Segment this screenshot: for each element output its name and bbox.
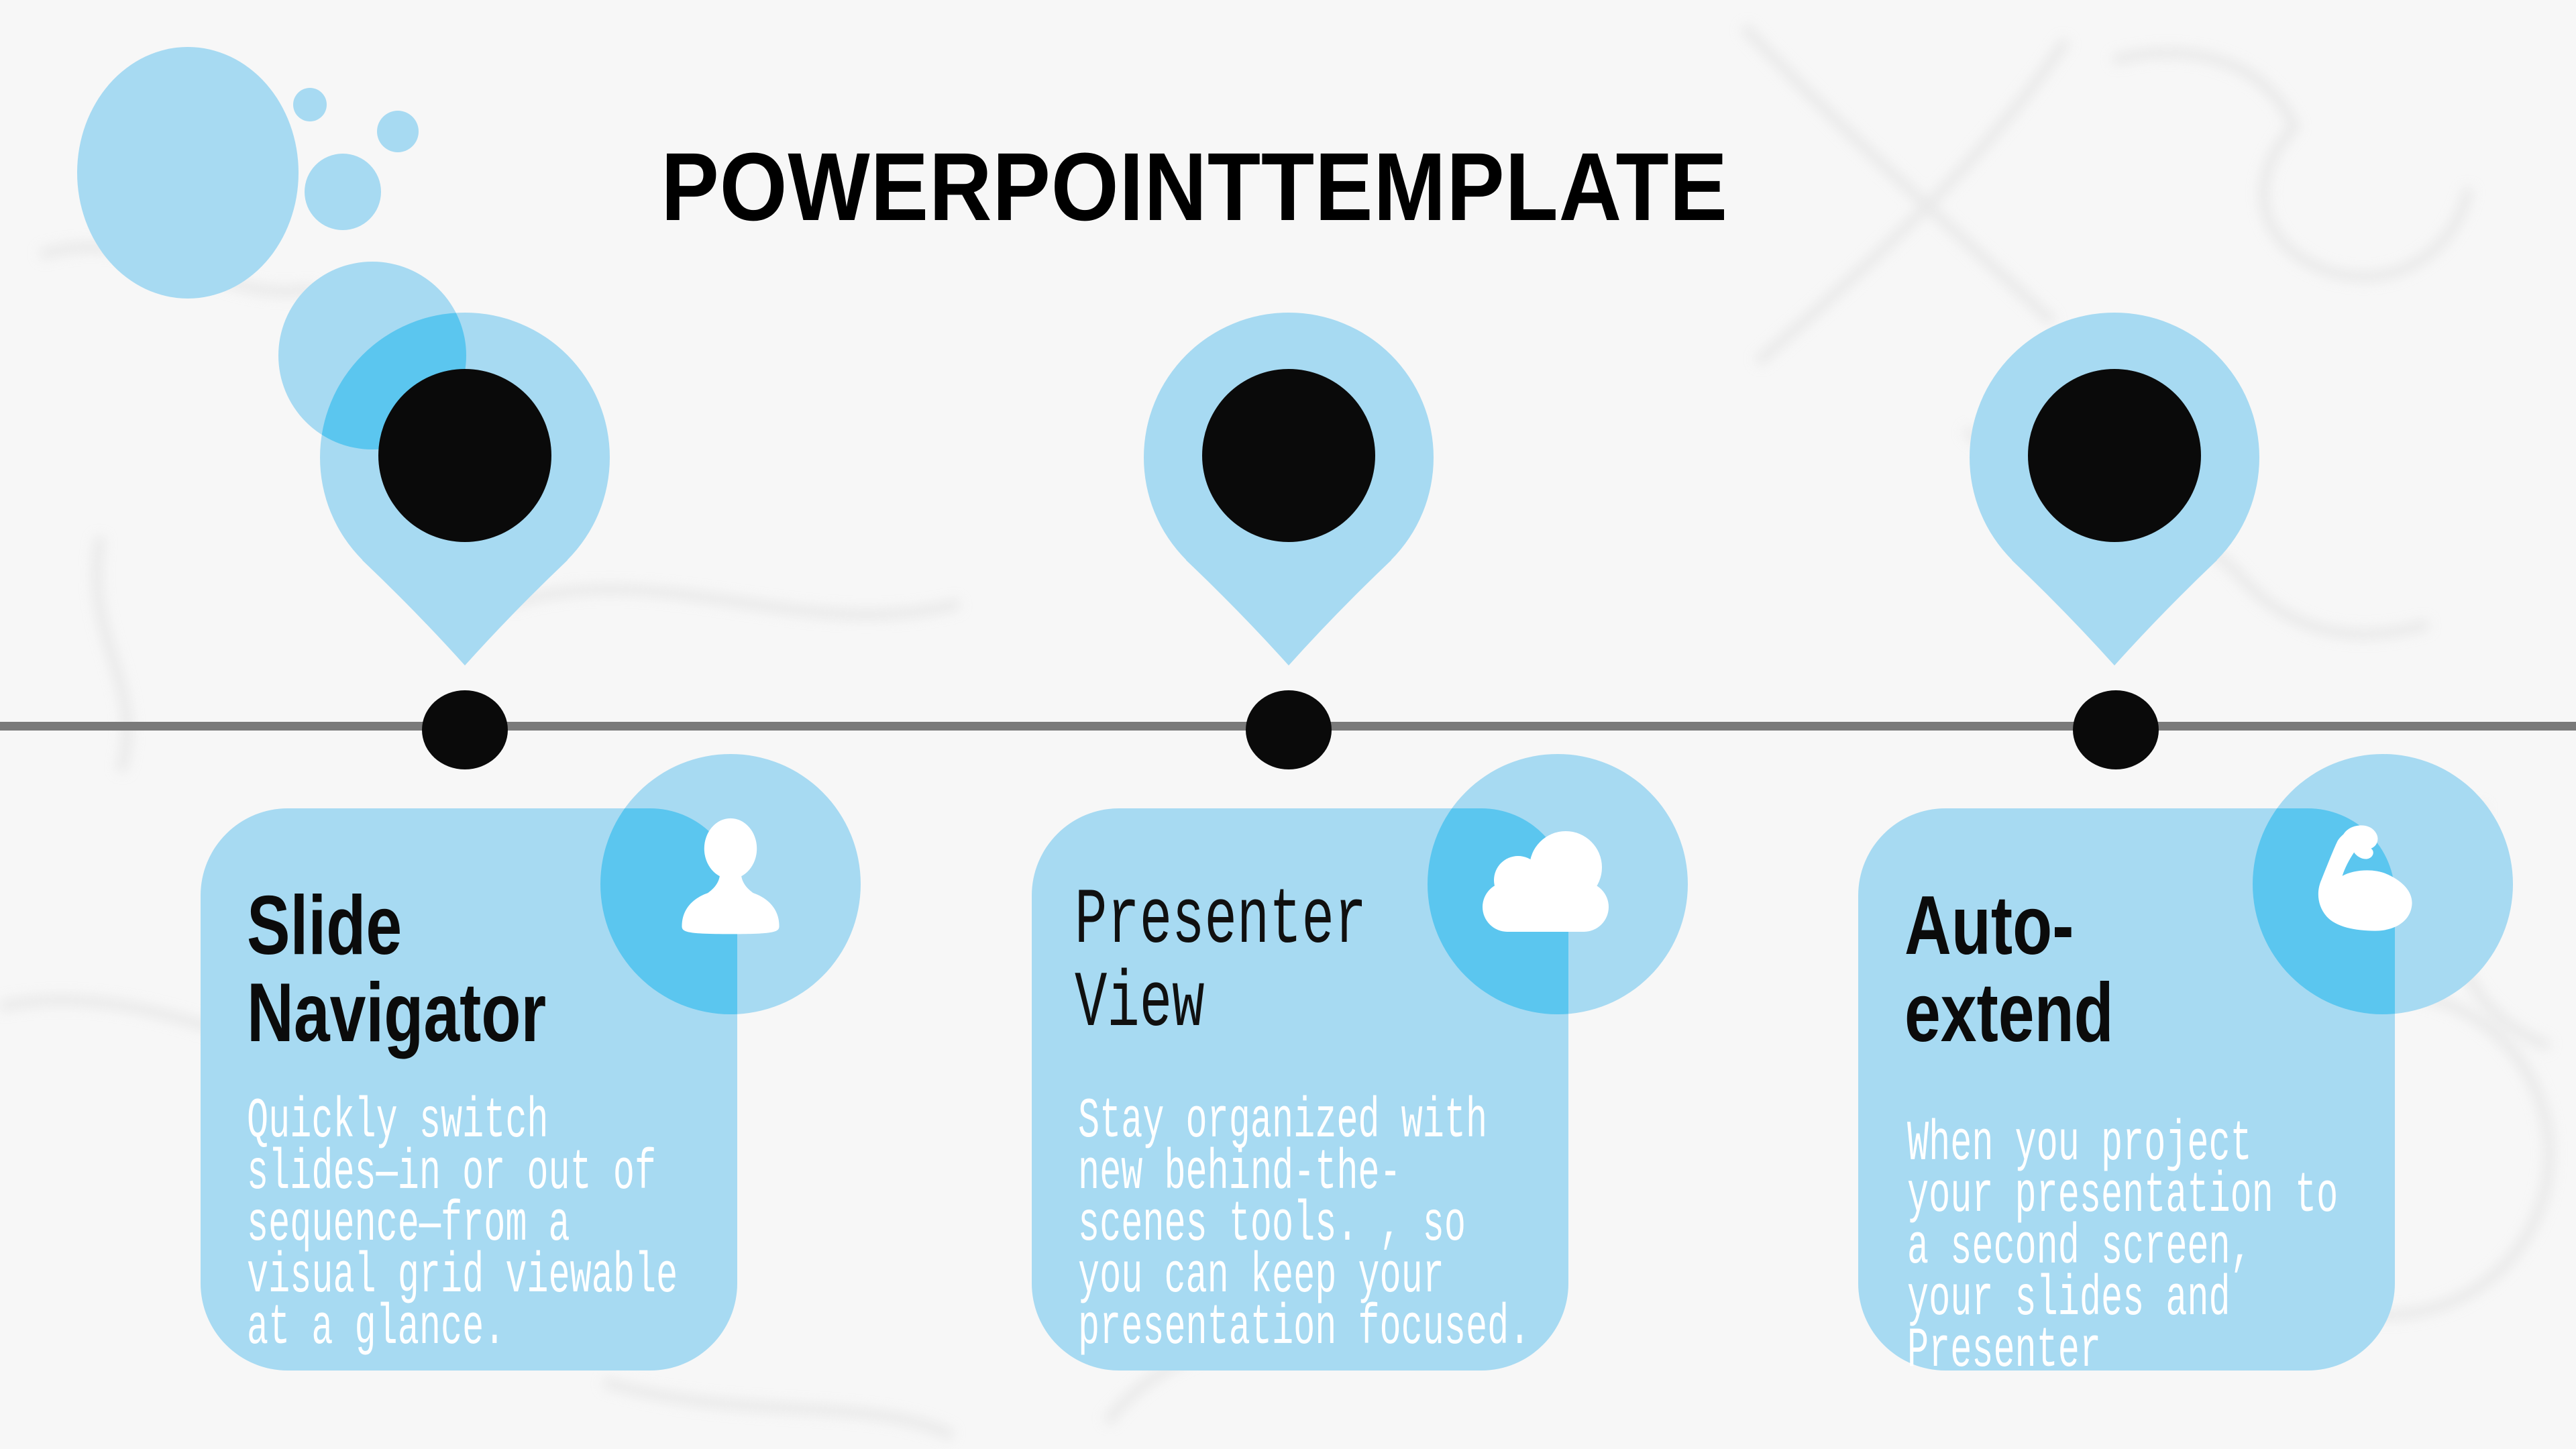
timeline-node-dot: [1246, 690, 1332, 769]
card-title: Slide Navigator: [247, 879, 547, 1059]
muscle-icon: [2318, 825, 2412, 931]
timeline-node-dot: [422, 690, 508, 769]
card-title: Auto- extend: [1904, 879, 2114, 1059]
page-title: POWERPOINTTEMPLATE: [661, 133, 1729, 241]
bubble-medium: [305, 154, 381, 230]
pin-core-dot: [2028, 369, 2201, 542]
person-icon: [682, 818, 780, 934]
card-body-text: When you project your presentation to a …: [1907, 1113, 2339, 1383]
pin-core-dot: [1202, 369, 1375, 542]
pin-core-dot: [378, 369, 551, 542]
cloud-icon: [1483, 831, 1609, 932]
card-slide-navigator: [201, 808, 737, 1371]
bubble-small-1: [293, 88, 327, 121]
timeline-node-dot: [2073, 690, 2159, 769]
card-body-text: Stay organized with new behind-the- scen…: [1078, 1090, 1531, 1360]
card-presenter-view: [1032, 808, 1568, 1371]
page-title-wrap: POWERPOINTTEMPLATE: [0, 137, 2390, 237]
card-auto-extend: [1858, 808, 2395, 1371]
card-title: Presenter View: [1075, 877, 1367, 1049]
bubble-small-2: [377, 111, 419, 152]
bubble-large: [77, 47, 299, 299]
card-body-text: Quickly switch slides—in or out of seque…: [247, 1090, 678, 1360]
